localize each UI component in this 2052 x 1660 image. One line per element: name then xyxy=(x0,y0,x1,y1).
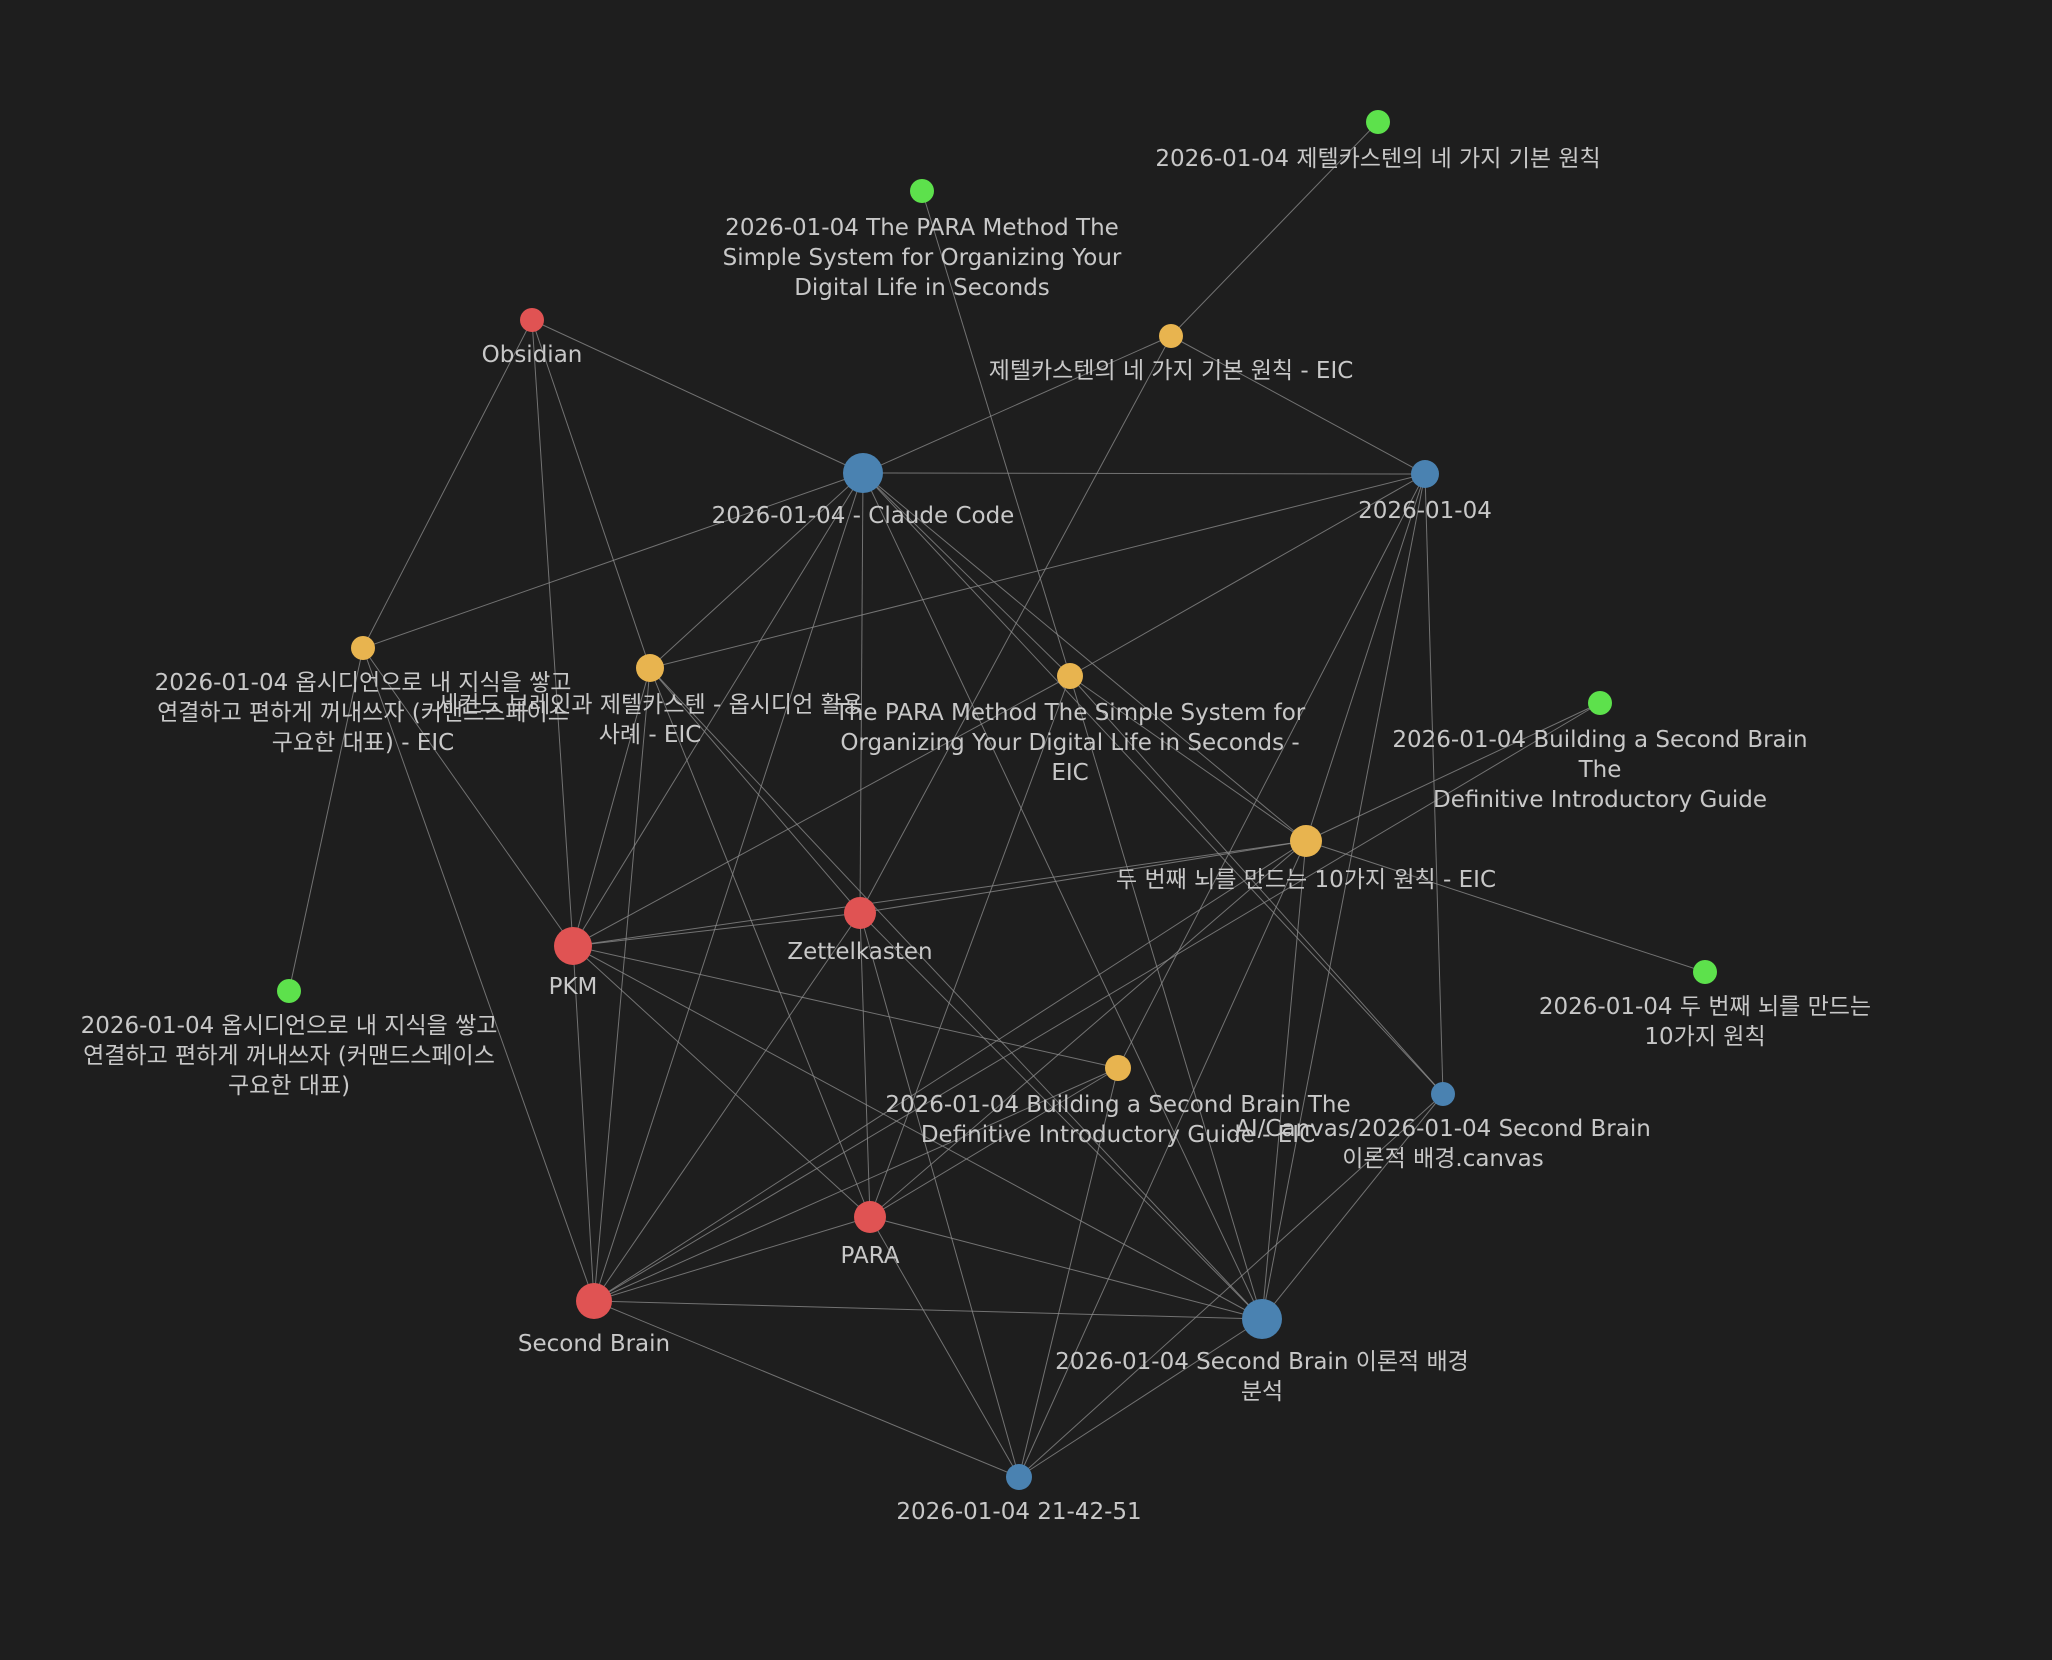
edge-obsidian-pkm xyxy=(531,319,574,947)
edge-claude-code-zettelkasten xyxy=(859,472,864,914)
node-para-method[interactable] xyxy=(910,179,934,203)
edge-claude-code-canvas xyxy=(862,472,1444,1095)
edge-second-brain-timestamp xyxy=(593,1300,1020,1478)
edge-zettelkasten-second-brain xyxy=(593,912,861,1302)
node-basb-guide-eic[interactable] xyxy=(1105,1055,1131,1081)
edge-second-brain-sb-background xyxy=(593,1300,1263,1320)
node-para-method-eic[interactable] xyxy=(1057,663,1083,689)
edge-para-timestamp xyxy=(869,1216,1020,1478)
edge-ten-principles-eic-sb-background xyxy=(1261,840,1307,1320)
node-zettel-principles-eic[interactable] xyxy=(1159,324,1183,348)
edge-claude-code-ten-principles-eic xyxy=(862,472,1307,842)
edge-sb-background-timestamp xyxy=(1018,1318,1263,1478)
edge-para-method-eic-sb-background xyxy=(1069,675,1263,1320)
node-obsidian[interactable] xyxy=(520,308,544,332)
edge-basb-guide-second-brain xyxy=(593,702,1601,1302)
edge-second-brain-zettel-eic-zettelkasten xyxy=(649,667,861,914)
node-ten-principles[interactable] xyxy=(1693,960,1717,984)
edge-claude-code-pkm xyxy=(572,472,864,947)
edge-pkm-second-brain xyxy=(572,945,595,1302)
graph-edges xyxy=(288,121,1706,1478)
edge-zettel-principles-eic-zettelkasten xyxy=(859,335,1172,914)
edge-zettelkasten-para xyxy=(859,912,871,1218)
edge-claude-code-sb-background xyxy=(862,472,1263,1320)
node-sb-background[interactable] xyxy=(1242,1299,1282,1339)
edge-basb-guide-ten-principles-eic xyxy=(1305,702,1601,842)
edge-second-brain-zettel-eic-sb-background xyxy=(649,667,1263,1320)
edge-para-method-eic-pkm xyxy=(572,675,1071,947)
edge-zettel-principles-eic-date-2026-01-04 xyxy=(1170,335,1426,475)
edge-para-method-para-method-eic xyxy=(921,190,1071,677)
edge-second-brain-zettel-eic-second-brain xyxy=(593,667,651,1302)
edge-pkm-para xyxy=(572,945,871,1218)
edge-date-2026-01-04-basb-guide-eic xyxy=(1117,473,1426,1069)
edge-obsidian-obsidian-knowledge-eic xyxy=(362,319,533,649)
edge-zettelkasten-timestamp xyxy=(859,912,1020,1478)
edge-zettel-principles-zettel-principles-eic xyxy=(1170,121,1379,337)
edge-zettelkasten-sb-background xyxy=(859,912,1263,1320)
edge-obsidian-claude-code xyxy=(531,319,864,474)
edge-obsidian-knowledge-eic-second-brain xyxy=(362,647,595,1302)
edge-pkm-basb-guide-eic xyxy=(572,945,1119,1069)
node-obsidian-knowledge-eic[interactable] xyxy=(351,636,375,660)
edge-obsidian-knowledge-eic-obsidian-knowledge xyxy=(288,647,364,992)
edge-claude-code-obsidian-knowledge-eic xyxy=(362,472,864,649)
edge-claude-code-date-2026-01-04 xyxy=(862,472,1426,475)
edge-canvas-sb-background xyxy=(1261,1093,1444,1320)
graph-nodes xyxy=(277,110,1717,1490)
edge-ten-principles-eic-second-brain xyxy=(593,840,1307,1302)
edge-second-brain-zettel-eic-pkm xyxy=(572,667,651,947)
edge-basb-guide-eic-timestamp xyxy=(1018,1067,1119,1478)
edge-obsidian-second-brain-zettel-eic xyxy=(531,319,651,669)
edge-claude-code-second-brain-zettel-eic xyxy=(649,472,864,669)
edge-para-sb-background xyxy=(869,1216,1263,1320)
node-zettelkasten[interactable] xyxy=(844,897,876,929)
edge-date-2026-01-04-second-brain-zettel-eic xyxy=(649,473,1426,669)
edge-second-brain-zettel-eic-para xyxy=(649,667,871,1218)
edge-basb-guide-eic-para xyxy=(869,1067,1119,1218)
edge-obsidian-knowledge-eic-pkm xyxy=(362,647,574,947)
edge-date-2026-01-04-sb-background xyxy=(1261,473,1426,1320)
node-date-2026-01-04[interactable] xyxy=(1411,460,1439,488)
node-obsidian-knowledge[interactable] xyxy=(277,979,301,1003)
node-timestamp[interactable] xyxy=(1006,1464,1032,1490)
edge-ten-principles-eic-pkm xyxy=(572,840,1307,947)
node-claude-code[interactable] xyxy=(843,453,883,493)
edge-para-method-eic-ten-principles-eic xyxy=(1069,675,1307,842)
edge-claude-code-second-brain xyxy=(593,472,864,1302)
node-pkm[interactable] xyxy=(554,927,592,965)
edge-ten-principles-eic-timestamp xyxy=(1018,840,1307,1478)
edge-para-method-eic-canvas xyxy=(1069,675,1444,1095)
edge-ten-principles-eic-ten-principles xyxy=(1305,840,1706,973)
node-zettel-principles[interactable] xyxy=(1366,110,1390,134)
edge-ten-principles-eic-zettelkasten xyxy=(859,840,1307,914)
node-second-brain[interactable] xyxy=(576,1283,612,1319)
edge-basb-guide-eic-second-brain xyxy=(593,1067,1119,1302)
edge-date-2026-01-04-ten-principles-eic xyxy=(1305,473,1426,842)
node-second-brain-zettel-eic[interactable] xyxy=(636,654,664,682)
node-para[interactable] xyxy=(854,1201,886,1233)
edge-zettel-principles-eic-claude-code xyxy=(862,335,1172,474)
edge-canvas-timestamp xyxy=(1018,1093,1444,1478)
edge-date-2026-01-04-canvas xyxy=(1424,473,1444,1095)
edge-ten-principles-eic-para xyxy=(869,840,1307,1218)
edge-pkm-sb-background xyxy=(572,945,1263,1320)
node-canvas[interactable] xyxy=(1431,1082,1455,1106)
edge-date-2026-01-04-para-method-eic xyxy=(1069,473,1426,677)
edge-para-second-brain xyxy=(593,1216,871,1302)
edge-para-method-eic-para xyxy=(869,675,1071,1218)
node-basb-guide[interactable] xyxy=(1588,691,1612,715)
node-ten-principles-eic[interactable] xyxy=(1290,825,1322,857)
edge-pkm-zettelkasten xyxy=(572,912,861,947)
edge-claude-code-para-method-eic xyxy=(862,472,1071,677)
